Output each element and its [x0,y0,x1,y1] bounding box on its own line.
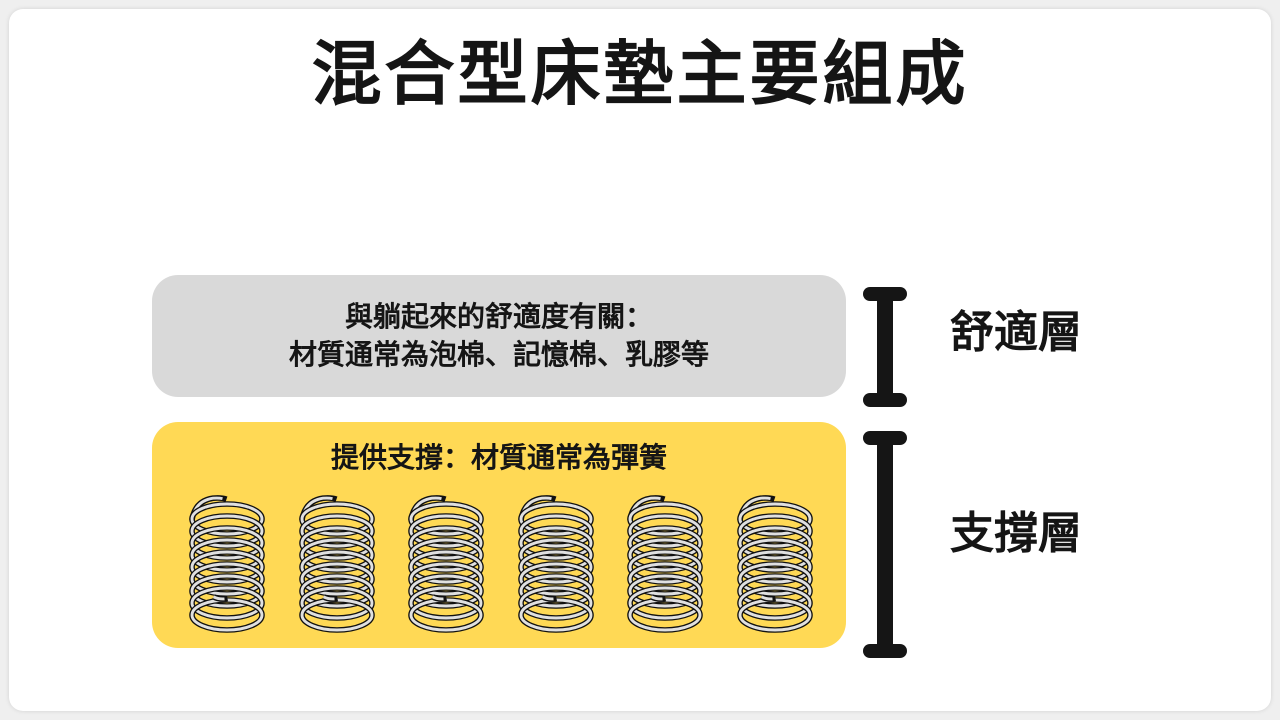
coil-spring-icon [627,495,704,633]
support-layer-heading: 提供支撐：材質通常為彈簧 [330,442,667,473]
comfort-bracket-icon [863,287,907,407]
support-layer-label: 支撐層 [950,509,1082,558]
support-bracket-icon [863,431,907,658]
page-title: 混合型床墊主要組成 [311,35,969,113]
coil-spring-icon [517,495,594,633]
coil-spring-icon [737,495,813,633]
comfort-layer-box: 與躺起來的舒適度有關： 材質通常為泡棉、記憶棉、乳膠等 [152,275,846,397]
coil-spring-icon [189,495,265,633]
coil-spring-icon [408,495,484,633]
comfort-layer-text-line1: 與躺起來的舒適度有關： [344,301,653,332]
comfort-layer-text-line2: 材質通常為泡棉、記憶棉、乳膠等 [288,339,709,370]
slide: 混合型床墊主要組成 與躺起來的舒適度有關： 材質通常為泡棉、記憶棉、乳膠等 提供… [9,9,1271,711]
comfort-layer-label: 舒適層 [950,308,1082,357]
coil-spring-icon [298,495,375,633]
springs-row [152,493,846,633]
support-layer-box: 提供支撐：材質通常為彈簧 [152,422,846,648]
